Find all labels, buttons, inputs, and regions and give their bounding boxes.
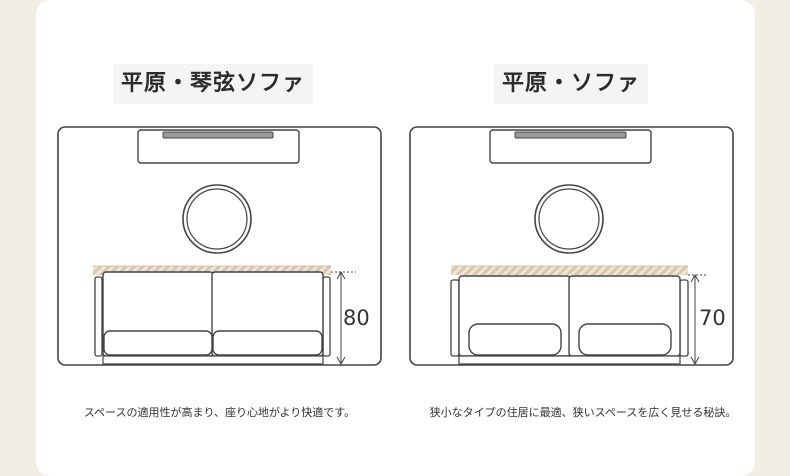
sofa xyxy=(93,265,331,365)
dimension-label: 70 xyxy=(699,306,726,330)
room-plan-left: 80 xyxy=(57,126,382,366)
room-outline xyxy=(57,126,382,366)
sofa-armrest-right xyxy=(679,279,689,357)
room-outline xyxy=(409,126,734,366)
coffee-table xyxy=(534,184,604,254)
coffee-table xyxy=(182,184,252,254)
sofa-armrest-left xyxy=(94,276,103,357)
sofa-back-cushion xyxy=(451,266,688,275)
panel-title-right: 平原・ソファ xyxy=(494,64,649,104)
sofa-armrest-left xyxy=(450,279,460,357)
room-plan-right: 70 xyxy=(409,126,734,366)
tv-cabinet xyxy=(489,129,652,164)
caption-right: 狭小なタイプの住居に最適、狭いスペースを広く見せる秘訣。 xyxy=(429,406,737,419)
panel-title-left: 平原・琴弦ソファ xyxy=(113,64,314,104)
tv-screen xyxy=(514,131,627,139)
sofa-cushion-right xyxy=(212,330,323,356)
dimension-label: 80 xyxy=(343,306,370,330)
caption-left: スペースの適用性が高まり、座り心地がより快適です。 xyxy=(83,406,356,419)
sofa-cushion-left xyxy=(468,323,562,356)
sofa-armrest-right xyxy=(322,276,331,357)
sofa xyxy=(450,265,689,365)
sofa-back-cushion xyxy=(93,266,331,275)
tv-cabinet xyxy=(137,129,300,164)
depth-dimension: 80 xyxy=(331,270,370,366)
sofa-cushion-right xyxy=(578,323,672,356)
tv-screen xyxy=(162,131,274,139)
sofa-base xyxy=(458,355,681,365)
sofa-cushion-left xyxy=(103,330,213,356)
depth-dimension: 70 xyxy=(688,273,726,366)
sofa-base xyxy=(102,355,324,365)
